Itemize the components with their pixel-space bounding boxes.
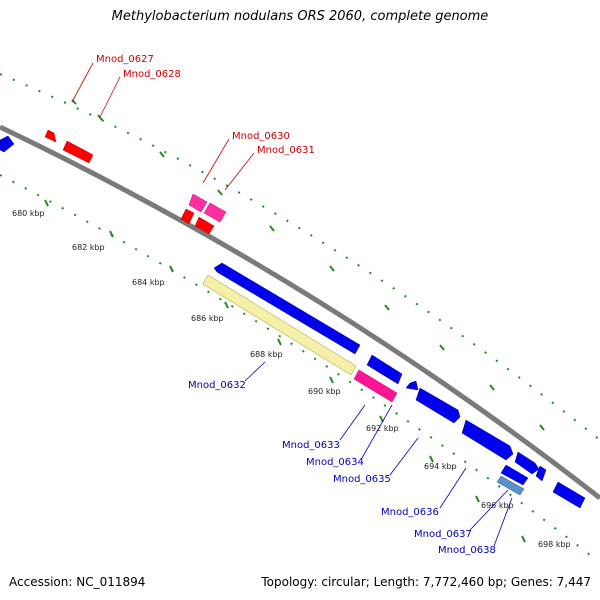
gene-reverse-small-2[interactable]: [514, 451, 540, 475]
leader-line-0638: [493, 497, 513, 547]
gene-reverse-edge[interactable]: [0, 135, 15, 153]
scale-tick: [109, 230, 114, 238]
leader-line-0634: [361, 404, 393, 459]
gene-mnod-0634[interactable]: [353, 369, 398, 403]
gene-mnod-0638[interactable]: [496, 475, 525, 496]
gene-mnod-0637[interactable]: [500, 464, 529, 486]
gene-label-mnod-0631[interactable]: Mnod_0631: [257, 145, 315, 156]
gene-label-mnod-0635[interactable]: Mnod_0635: [333, 474, 391, 485]
scale-label-692: 692 kbp: [366, 424, 399, 433]
scale-label-698: 698 kbp: [538, 540, 571, 549]
leader-line-0630: [202, 138, 230, 184]
accession-text: Accession: NC_011894: [9, 575, 146, 589]
genome-summary-text: Topology: circular; Length: 7,772,460 bp…: [261, 575, 591, 589]
gene-small-reverse[interactable]: [405, 380, 419, 391]
scale-label-686: 686 kbp: [191, 314, 224, 323]
gene-reverse-small-3[interactable]: [535, 465, 547, 482]
gene-label-mnod-0633[interactable]: Mnod_0633: [282, 440, 340, 451]
outer-tick: [159, 151, 165, 158]
outer-tick: [489, 384, 495, 391]
scale-label-680: 680 kbp: [12, 209, 45, 218]
gene-rna-0632[interactable]: [202, 274, 357, 376]
gene-label-mnod-0630[interactable]: Mnod_0630: [232, 131, 290, 142]
gene-mnod-0631[interactable]: [203, 202, 227, 223]
outer-grid-line-1: [0, 73, 600, 441]
scale-label-690: 690 kbp: [308, 387, 341, 396]
gene-label-mnod-0637[interactable]: Mnod_0637: [414, 529, 472, 540]
scale-label-682: 682 kbp: [72, 243, 105, 252]
gene-mnod-0633[interactable]: [366, 354, 403, 385]
scale-tick: [521, 535, 526, 543]
gene-label-mnod-0634[interactable]: Mnod_0634: [306, 457, 364, 468]
scale-label-694: 694 kbp: [424, 462, 457, 471]
leader-line-0635: [389, 437, 419, 476]
leader-line-0632: [244, 361, 266, 382]
scale-label-684: 684 kbp: [132, 278, 165, 287]
gene-reverse-far[interactable]: [552, 481, 586, 509]
gene-forward-small-2[interactable]: [194, 216, 215, 235]
leader-line-0628: [99, 76, 121, 118]
scale-tick: [475, 495, 480, 503]
scale-tick: [329, 376, 334, 384]
gene-label-mnod-0638[interactable]: Mnod_0638: [438, 545, 496, 556]
scale-tick: [224, 301, 229, 309]
leader-line-0633: [339, 404, 366, 441]
scale-tick: [44, 199, 49, 207]
inner-grid-line-1: [0, 174, 591, 556]
gene-label-mnod-0636[interactable]: Mnod_0636: [381, 507, 439, 518]
scale-tick: [277, 338, 282, 346]
gene-forward-small-1[interactable]: [180, 208, 195, 225]
gene-mnod-0630[interactable]: [188, 193, 208, 213]
gene-label-mnod-0632[interactable]: Mnod_0632: [188, 380, 246, 391]
gene-mnod-0635[interactable]: [415, 387, 461, 424]
outer-tick: [217, 189, 223, 196]
scale-tick: [429, 455, 434, 463]
genome-backbone: [0, 124, 600, 500]
leader-line-0631: [224, 152, 255, 191]
outer-tick: [539, 424, 545, 431]
scale-label-688: 688 kbp: [250, 350, 283, 359]
outer-tick: [439, 344, 445, 351]
gene-mnod-0628[interactable]: [62, 140, 94, 164]
leader-line-0627: [71, 62, 94, 103]
outer-tick: [384, 304, 390, 311]
leader-line-0636: [439, 467, 467, 509]
outer-tick: [269, 225, 275, 232]
gene-label-mnod-0627[interactable]: Mnod_0627: [96, 54, 154, 65]
outer-tick: [97, 114, 103, 121]
gene-mnod-0627[interactable]: [44, 129, 57, 143]
gene-label-mnod-0628[interactable]: Mnod_0628: [123, 69, 181, 80]
scale-label-696: 696 kbp: [481, 501, 514, 510]
gene-mnod-0636[interactable]: [461, 419, 514, 461]
scale-tick: [169, 265, 174, 273]
leader-line-0637: [469, 489, 509, 531]
gene-mnod-0632[interactable]: [213, 262, 361, 355]
map-title: Methylobacterium nodulans ORS 2060, comp…: [111, 9, 489, 24]
outer-tick: [329, 265, 335, 272]
